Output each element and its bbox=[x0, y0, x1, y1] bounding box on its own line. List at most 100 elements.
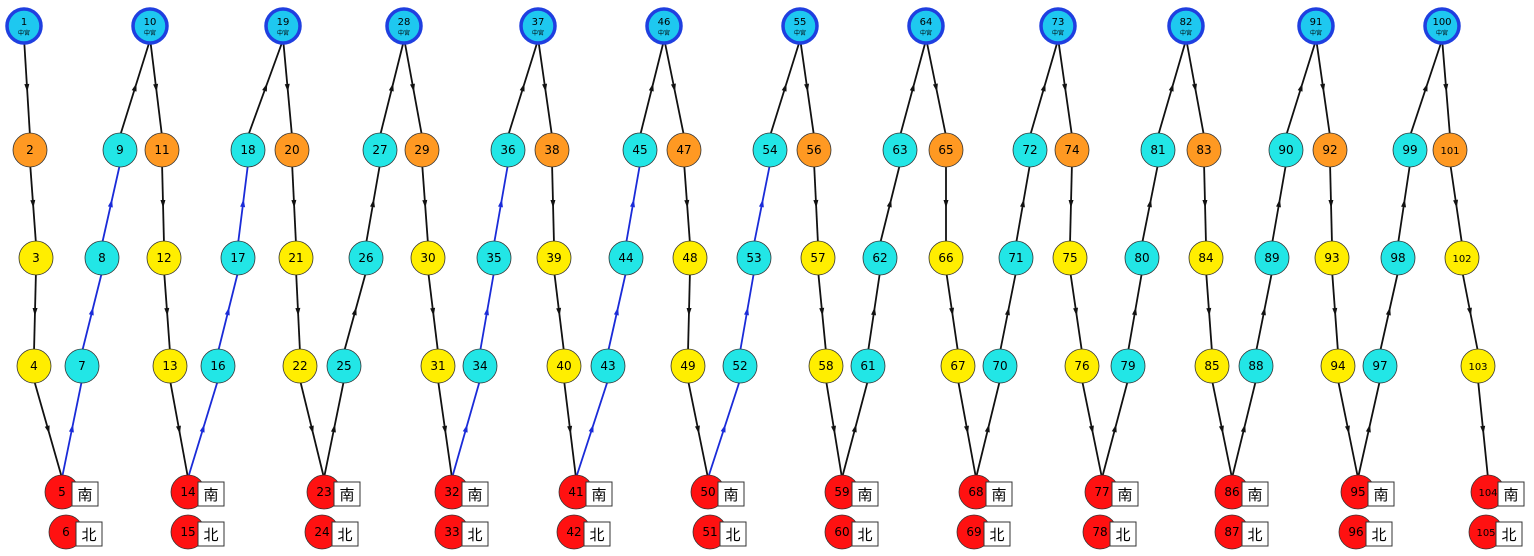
node-label-23: 23 bbox=[316, 485, 331, 499]
edge-to-south-104-arrowhead bbox=[1480, 425, 1486, 434]
node-22 bbox=[282, 348, 318, 384]
edge-to-south-86-arrowhead bbox=[1218, 425, 1224, 434]
node-18 bbox=[230, 132, 266, 168]
hub-label-73: 73 bbox=[1052, 17, 1065, 28]
node-label-80: 80 bbox=[1134, 251, 1149, 265]
node-label-67: 67 bbox=[950, 359, 965, 373]
node-43 bbox=[590, 348, 626, 384]
edge-up-to-hub-64-arrowhead bbox=[909, 83, 915, 92]
south-tag-50: 南 bbox=[723, 486, 738, 504]
edge-up-36-arrowhead bbox=[498, 199, 503, 208]
edge-up-to-hub-100-arrowhead bbox=[1422, 83, 1428, 92]
edge-to-south-68-arrowhead bbox=[963, 425, 969, 434]
hub-node-55 bbox=[781, 7, 819, 45]
node-label-99: 99 bbox=[1402, 143, 1417, 157]
north-tag-6-box bbox=[75, 521, 103, 547]
north-tag-96-box bbox=[1365, 521, 1393, 547]
node-label-27: 27 bbox=[372, 143, 387, 157]
node-label-60: 60 bbox=[834, 525, 849, 539]
node-61 bbox=[850, 348, 886, 384]
hub-label-46: 46 bbox=[658, 17, 671, 28]
north-tag-6: 北 bbox=[81, 526, 96, 544]
node-label-105: 105 bbox=[1476, 528, 1495, 539]
node-81 bbox=[1140, 132, 1176, 168]
hub-node-28 bbox=[385, 7, 423, 45]
node-30 bbox=[410, 240, 446, 276]
node-label-41: 41 bbox=[568, 485, 583, 499]
edge-to-south-50-arrowhead bbox=[694, 425, 700, 434]
hub-sublabel-64: 中宮 bbox=[920, 29, 932, 37]
north-tag-60-box bbox=[851, 521, 879, 547]
node-label-48: 48 bbox=[682, 251, 697, 265]
edge-down-83-arrowhead bbox=[1191, 83, 1197, 92]
hub-label-64: 64 bbox=[920, 17, 933, 28]
hub-sublabel-55: 中宮 bbox=[794, 29, 806, 37]
edge-down-30-arrowhead bbox=[422, 199, 428, 208]
node-label-65: 65 bbox=[938, 143, 953, 157]
node-label-4: 4 bbox=[30, 359, 38, 373]
edge-down-22-arrowhead bbox=[295, 307, 301, 316]
edge-down-39-arrowhead bbox=[550, 199, 556, 208]
edge-down-38-arrowhead bbox=[542, 83, 548, 92]
edge-down-47-arrowhead bbox=[670, 83, 676, 92]
node-label-57: 57 bbox=[810, 251, 825, 265]
edge-up-62-arrowhead bbox=[871, 307, 877, 316]
node-7 bbox=[64, 348, 100, 384]
node-34 bbox=[462, 348, 498, 384]
edge-down-67-arrowhead bbox=[949, 307, 955, 316]
node-label-54: 54 bbox=[762, 143, 777, 157]
node-26 bbox=[348, 240, 384, 276]
edge-up-34-arrowhead bbox=[462, 424, 468, 433]
node-17 bbox=[220, 240, 256, 276]
edge-up-53-arrowhead bbox=[744, 307, 749, 316]
node-label-76: 76 bbox=[1074, 359, 1089, 373]
edge-to-south-77-arrowhead bbox=[1088, 425, 1094, 434]
north-tag-60: 北 bbox=[857, 526, 872, 544]
node-63 bbox=[882, 132, 918, 168]
north-tag-51-box bbox=[719, 521, 747, 547]
node-label-97: 97 bbox=[1372, 359, 1387, 373]
edge-to-south-23-arrowhead bbox=[308, 425, 314, 434]
hub-sublabel-73: 中宮 bbox=[1052, 29, 1064, 37]
hub-label-19: 19 bbox=[277, 17, 290, 28]
north-tag-69: 北 bbox=[989, 526, 1004, 544]
south-tag-50-box bbox=[717, 481, 745, 507]
node-label-38: 38 bbox=[544, 143, 559, 157]
hub-node-46 bbox=[645, 7, 683, 45]
node-label-24: 24 bbox=[314, 525, 329, 539]
edge-down-102-arrowhead bbox=[1453, 199, 1459, 208]
hub-label-28: 28 bbox=[398, 17, 411, 28]
edge-down-29-arrowhead bbox=[409, 83, 415, 92]
north-tag-33-box bbox=[461, 521, 489, 547]
north-tag-15-box bbox=[197, 521, 225, 547]
edge-up-to-hub-73-arrowhead bbox=[1040, 83, 1046, 92]
edge-up-35-arrowhead bbox=[484, 307, 489, 316]
hub-node-37 bbox=[519, 7, 557, 45]
node-label-59: 59 bbox=[834, 485, 849, 499]
south-tag-86-box bbox=[1241, 481, 1269, 507]
hub-node-82 bbox=[1167, 7, 1205, 45]
node-65 bbox=[928, 132, 964, 168]
edge-up-to-hub-46-arrowhead bbox=[648, 83, 654, 92]
edge-up-99-arrowhead bbox=[1401, 199, 1407, 208]
edge-down-3-arrowhead bbox=[30, 199, 36, 208]
node-3 bbox=[18, 240, 54, 276]
node-label-75: 75 bbox=[1062, 251, 1077, 265]
edge-down-58-arrowhead bbox=[819, 307, 825, 316]
node-103 bbox=[1460, 348, 1496, 384]
north-tag-78: 北 bbox=[1115, 526, 1130, 544]
edge-up-44-arrowhead bbox=[613, 307, 619, 316]
edge-down-94-arrowhead bbox=[1332, 307, 1338, 316]
node-45 bbox=[622, 132, 658, 168]
node-label-31: 31 bbox=[430, 359, 445, 373]
node-38 bbox=[534, 132, 570, 168]
node-label-25: 25 bbox=[336, 359, 351, 373]
node-label-15: 15 bbox=[180, 525, 195, 539]
north-tag-24-box bbox=[331, 521, 359, 547]
node-62 bbox=[862, 240, 898, 276]
node-97 bbox=[1362, 348, 1398, 384]
edge-up-9-arrowhead bbox=[107, 199, 113, 208]
north-tag-87-box bbox=[1241, 521, 1269, 547]
node-13 bbox=[152, 348, 188, 384]
